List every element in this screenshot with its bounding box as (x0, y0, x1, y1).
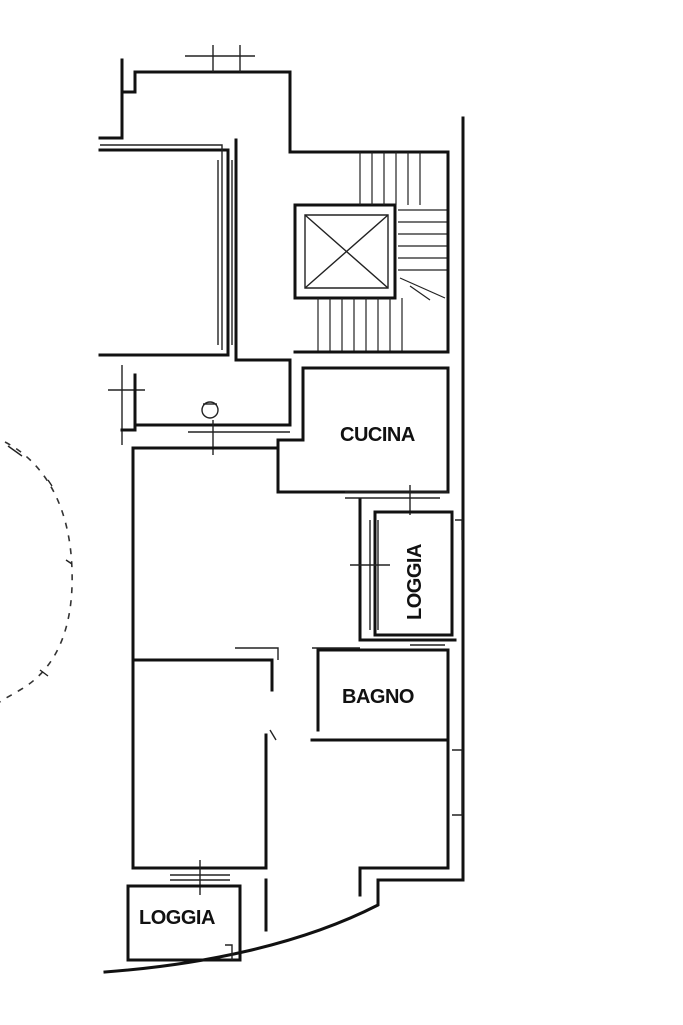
lower-right-walls (103, 738, 465, 974)
loggia-right-label: LOGGIA (404, 544, 426, 620)
loggia-right-room: LOGGIA (350, 498, 463, 642)
kitchen-room: CUCINA (276, 366, 450, 515)
kitchen-label: CUCINA (340, 424, 415, 446)
bathroom-label: BAGNO (342, 686, 414, 708)
bathroom-room: BAGNO (310, 644, 450, 742)
upper-wing-walls (98, 45, 465, 882)
main-area-walls (131, 446, 280, 932)
garden-curve (0, 441, 73, 703)
loggia-bottom-label: LOGGIA (139, 907, 215, 929)
loggia-bottom-room: LOGGIA (126, 879, 242, 962)
